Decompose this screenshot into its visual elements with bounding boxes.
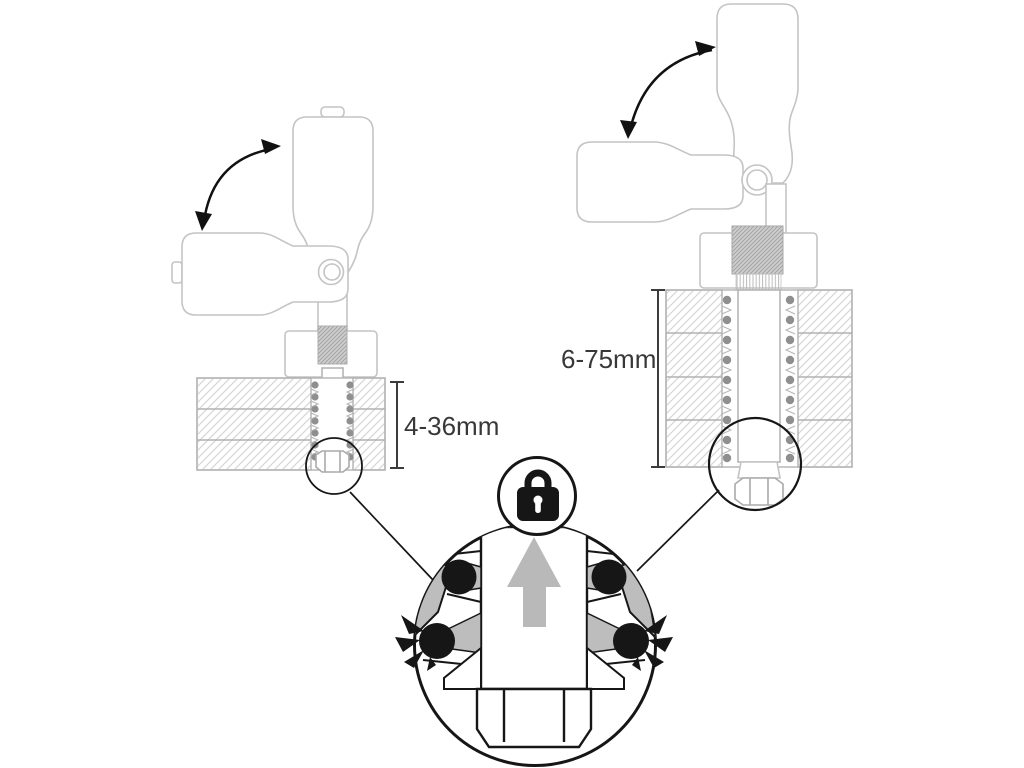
left-thread-chevrons	[310, 388, 355, 456]
left-clamp-assembly	[171, 106, 404, 495]
left-locking-balls	[311, 381, 354, 461]
lock-icon	[517, 469, 559, 521]
up-arrow-icon	[507, 537, 561, 627]
right-fine-thread	[735, 273, 782, 292]
left-depth-dimension	[390, 381, 404, 469]
left-lever-horizontal	[171, 232, 349, 316]
grip-burst-icon	[395, 615, 673, 671]
right-rod	[737, 289, 781, 463]
right-rod-taper	[737, 461, 781, 479]
detail-balls	[419, 559, 649, 659]
left-end-nut	[315, 450, 350, 473]
rotation-arrow-icon	[195, 139, 281, 231]
right-lever-horizontal	[576, 141, 773, 223]
right-detail-callout-circle	[707, 416, 803, 512]
lock-badge	[497, 456, 577, 536]
left-pivot-inner	[323, 263, 341, 281]
right-locking-balls	[722, 295, 795, 463]
detail-hex-nut	[475, 687, 593, 749]
left-thread	[317, 325, 348, 365]
detail-skirt	[443, 645, 625, 690]
left-workpiece-block	[196, 377, 386, 471]
right-pivot-inner	[746, 169, 768, 191]
right-depth-range-label: 6-75mm	[561, 344, 657, 374]
left-depth-range-label: 4-36mm	[404, 411, 500, 441]
right-depth-dimension	[651, 289, 665, 468]
callout-connector-lines	[349, 489, 720, 581]
right-thread	[731, 225, 784, 275]
right-lever-vertical	[716, 3, 799, 184]
right-end-nut	[734, 477, 784, 506]
left-detail-callout-circle	[305, 437, 363, 495]
rotation-arrow-icon	[620, 41, 716, 139]
right-clamp-assembly	[576, 3, 853, 512]
